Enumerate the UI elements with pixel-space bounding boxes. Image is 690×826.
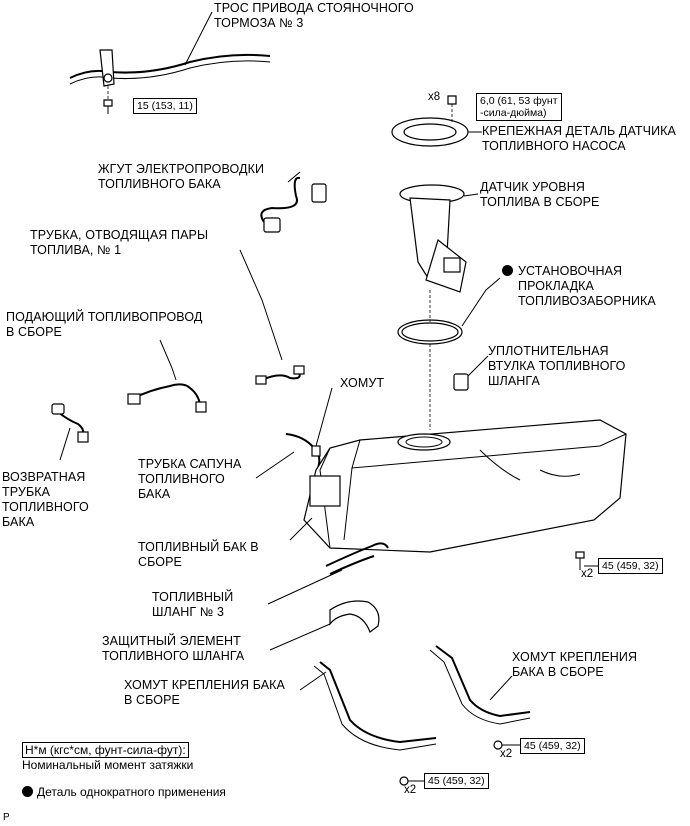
- qty-band-right-bolt: x2: [500, 748, 513, 760]
- vapor-tube-drawing: [239, 249, 305, 385]
- wire-harness-drawing: [260, 171, 327, 233]
- legend-unit-key: Н*м (кгс*см, фунт-сила-фут):: [22, 742, 189, 758]
- breather-drawing: [255, 387, 333, 479]
- torque-retainer-screw: 6,0 (61, 53 фунт -сила-дюйма): [476, 93, 562, 121]
- label-suction-gasket: УСТАНОВОЧНАЯ ПРОКЛАДКА ТОПЛИВОЗАБОРНИКА: [502, 264, 656, 308]
- torque-tank-bolt: 45 (459, 32): [598, 558, 663, 574]
- main-tube-drawing: [127, 339, 207, 413]
- label-parking-brake-cable: ТРОС ПРИВОДА СТОЯНОЧНОГО ТОРМОЗА № 3: [214, 1, 414, 30]
- gasket-drawing: [397, 277, 501, 430]
- label-fuel-sender: ДАТЧИК УРОВНЯ ТОПЛИВА В СБОРЕ: [480, 180, 600, 209]
- label-vapor-tube: ТРУБКА, ОТВОДЯЩАЯ ПАРЫ ТОПЛИВА, № 1: [30, 228, 209, 257]
- label-clamp: ХОМУТ: [340, 376, 385, 390]
- label-breather-tube: ТРУБКА САПУНА ТОПЛИВНОГО БАКА: [138, 457, 242, 501]
- band-left-drawing: [299, 661, 437, 786]
- corner-mark: P: [3, 812, 10, 823]
- label-hose-grommet: УПЛОТНИТЕЛЬНАЯ ВТУЛКА ТОПЛИВНОГО ШЛАНГА: [488, 344, 626, 388]
- nonreusable-icon: [502, 265, 513, 276]
- legend: Н*м (кгс*см, фунт-сила-фут): Номинальный…: [22, 742, 226, 800]
- label-return-tube: ВОЗВРАТНАЯ ТРУБКА ТОПЛИВНОГО БАКА: [2, 470, 89, 529]
- qty-retainer-screw: x8: [428, 91, 441, 103]
- band-right-drawing: [429, 645, 531, 750]
- parking-brake-cable-drawing: [69, 11, 271, 114]
- hose-protector-drawing: [269, 600, 380, 651]
- qty-tank-bolt: x2: [581, 568, 594, 580]
- label-fuel-hose: ТОПЛИВНЫЙ ШЛАНГ № 3: [152, 590, 234, 619]
- grommet-drawing: [453, 355, 489, 391]
- torque-band-right-bolt: 45 (459, 32): [520, 738, 585, 754]
- fuel-sender-drawing: [399, 184, 479, 293]
- return-tube-drawing: [51, 403, 89, 461]
- legend-nonreusable-icon: [22, 786, 33, 797]
- fuel-hose-drawing: [267, 542, 389, 605]
- label-band-left: ХОМУТ КРЕПЛЕНИЯ БАКА В СБОРЕ: [124, 678, 285, 707]
- legend-nonreusable: Деталь однократного применения: [37, 785, 226, 799]
- torque-brake-cable-bolt: 15 (153, 11): [133, 98, 197, 114]
- legend-unit-desc: Номинальный момент затяжки: [22, 758, 194, 772]
- label-hose-protector: ЗАЩИТНЫЙ ЭЛЕМЕНТ ТОПЛИВНОГО ШЛАНГА: [102, 634, 245, 663]
- label-band-right: ХОМУТ КРЕПЛЕНИЯ БАКА В СБОРЕ: [512, 650, 638, 679]
- retainer-drawing: [391, 95, 482, 147]
- label-suction-gasket-text: УСТАНОВОЧНАЯ ПРОКЛАДКА ТОПЛИВОЗАБОРНИКА: [518, 264, 656, 308]
- label-tank-assy: ТОПЛИВНЫЙ БАК В СБОРЕ: [138, 540, 259, 569]
- tank-bolt-drawing: [575, 551, 598, 570]
- label-main-tube: ПОДАЮЩИЙ ТОПЛИВОПРОВОД В СБОРЕ: [6, 310, 203, 339]
- fuel-tank-drawing: [289, 419, 627, 553]
- qty-band-left-bolt: x2: [404, 784, 417, 796]
- torque-band-left-bolt: 45 (459, 32): [424, 773, 489, 789]
- label-retainer: КРЕПЕЖНАЯ ДЕТАЛЬ ДАТЧИКА ТОПЛИВНОГО НАСО…: [482, 124, 676, 153]
- label-wire-harness: ЖГУТ ЭЛЕКТРОПРОВОДКИ ТОПЛИВНОГО БАКА: [98, 162, 265, 191]
